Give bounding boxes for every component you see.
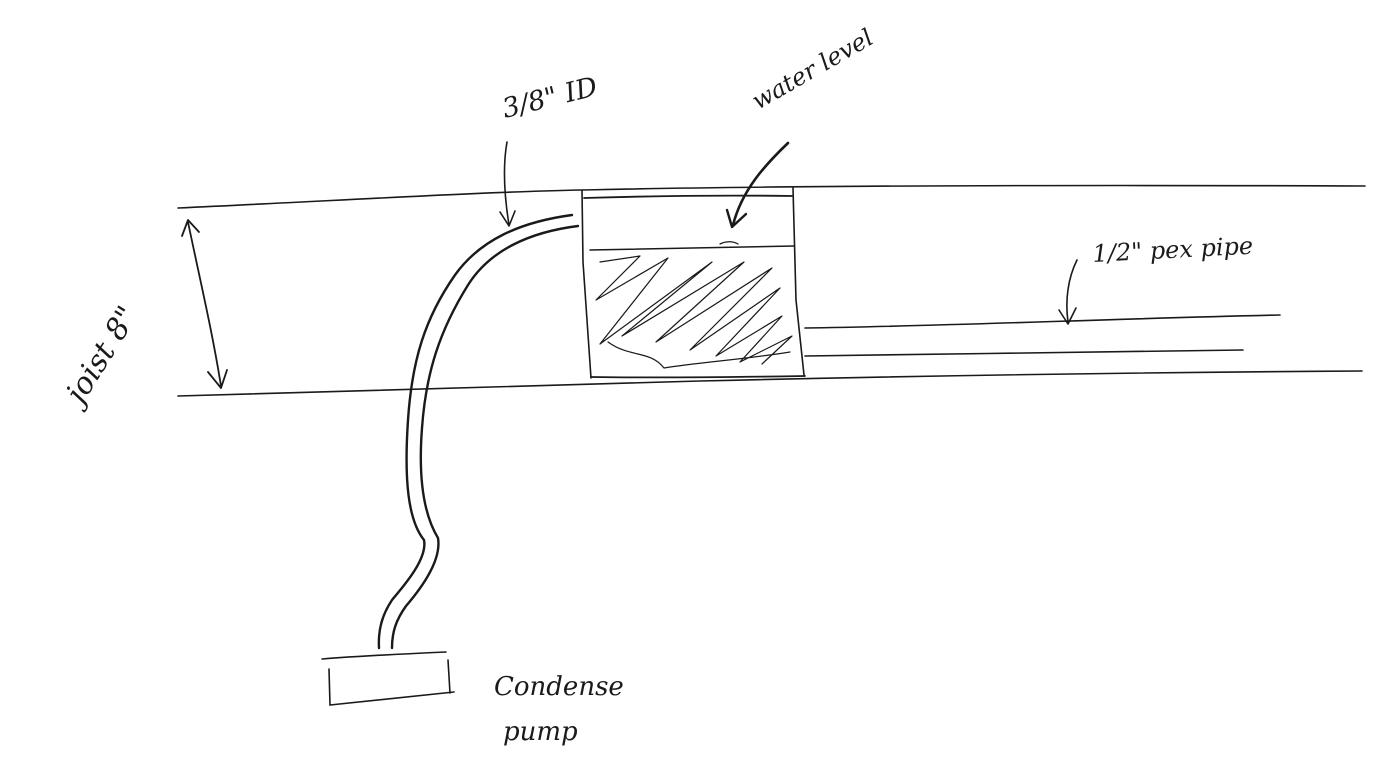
pex-pipe-arrow [1058,259,1078,325]
tube-size-arrow [499,141,516,227]
condensate-tube [377,213,580,650]
water-hatching [595,255,793,369]
joist-bottom-edge [177,370,1363,397]
water-level-label: water level [747,23,878,115]
water-trap-box [581,187,806,379]
pex-pipe [804,314,1281,357]
pex-pipe-label: 1/2" pex pipe [1092,232,1254,268]
pump-label-line1: Condense [494,672,624,702]
joist-top-edge [177,184,1366,209]
condensate-pump [321,651,455,706]
water-level-line [589,245,795,251]
joist-label: joist 8" [56,300,145,414]
pump-label-line2: pump [503,717,578,747]
tube-size-label: 3/8" ID [499,71,601,125]
joist-dimension-arrow [181,219,228,389]
water-level-arrow [725,141,790,229]
